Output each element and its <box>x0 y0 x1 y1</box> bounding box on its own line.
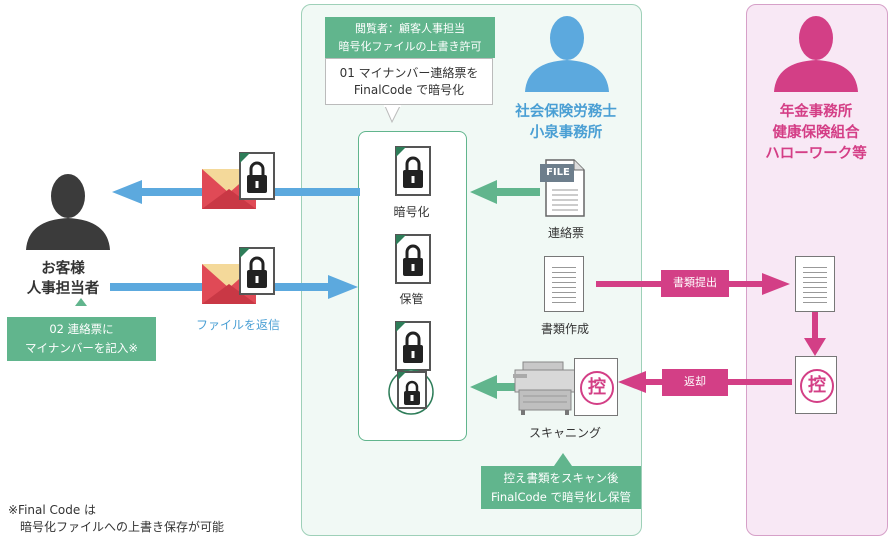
footnote: ※Final Code は 暗号化ファイルへの上書き保存が可能 <box>8 503 225 534</box>
customer-step-pointer <box>75 298 87 306</box>
scanned-encrypted-files-icon <box>388 321 434 415</box>
office-name: 社会保険労務士 小泉事務所 <box>515 104 617 141</box>
customer-name: お客様 人事担当者 <box>26 261 100 297</box>
scan-label: スキャニング <box>528 426 601 440</box>
scanner-icon <box>513 361 576 415</box>
agency-document-icon <box>795 256 835 312</box>
form-label: 連絡票 <box>547 226 584 240</box>
scan-note-pointer <box>554 453 572 466</box>
reply-mail-icon <box>202 247 275 304</box>
reply-label: ファイルを返信 <box>196 318 281 332</box>
customer-step-label: 02 連絡票に マイナンバーを記入※ <box>7 317 156 361</box>
stored-file-icon <box>395 234 431 284</box>
customer-person-icon <box>26 174 110 250</box>
office-person-icon <box>525 16 609 92</box>
copy-stamp: 控 <box>580 371 614 405</box>
submit-label: 書類提出 <box>661 270 729 297</box>
scanned-stamped-document: 控 <box>574 358 618 416</box>
return-label: 返却 <box>662 369 728 396</box>
agency-copy-stamp: 控 <box>800 369 834 403</box>
create-label: 書類作成 <box>540 322 589 336</box>
step01-box: 01 マイナンバー連絡票を FinalCode で暗号化 <box>325 58 493 105</box>
encrypted-file-icon <box>395 146 431 196</box>
scan-to-store-arrow <box>470 375 515 399</box>
agency-name: 年金事務所 健康保険組合 ハローワーク等 <box>765 104 867 162</box>
file-tag: FILE <box>546 167 570 178</box>
agency-down-arrow <box>804 312 826 356</box>
step01-pointer <box>384 105 401 124</box>
encrypted-mail-icon <box>202 152 275 209</box>
scan-note: 控え書類をスキャン後 FinalCode で暗号化し保管 <box>481 466 641 509</box>
form-to-store-arrow <box>470 180 540 204</box>
agency-person-icon <box>774 16 858 92</box>
store-label: 保管 <box>399 292 424 306</box>
file-document-icon <box>540 159 585 217</box>
permission-label: 閲覧者：顧客人事担当 暗号化ファイルの上書き許可 <box>325 17 495 58</box>
agency-stamped-document: 控 <box>795 356 837 414</box>
created-document-icon <box>544 256 584 312</box>
encrypt-label: 暗号化 <box>393 205 430 219</box>
